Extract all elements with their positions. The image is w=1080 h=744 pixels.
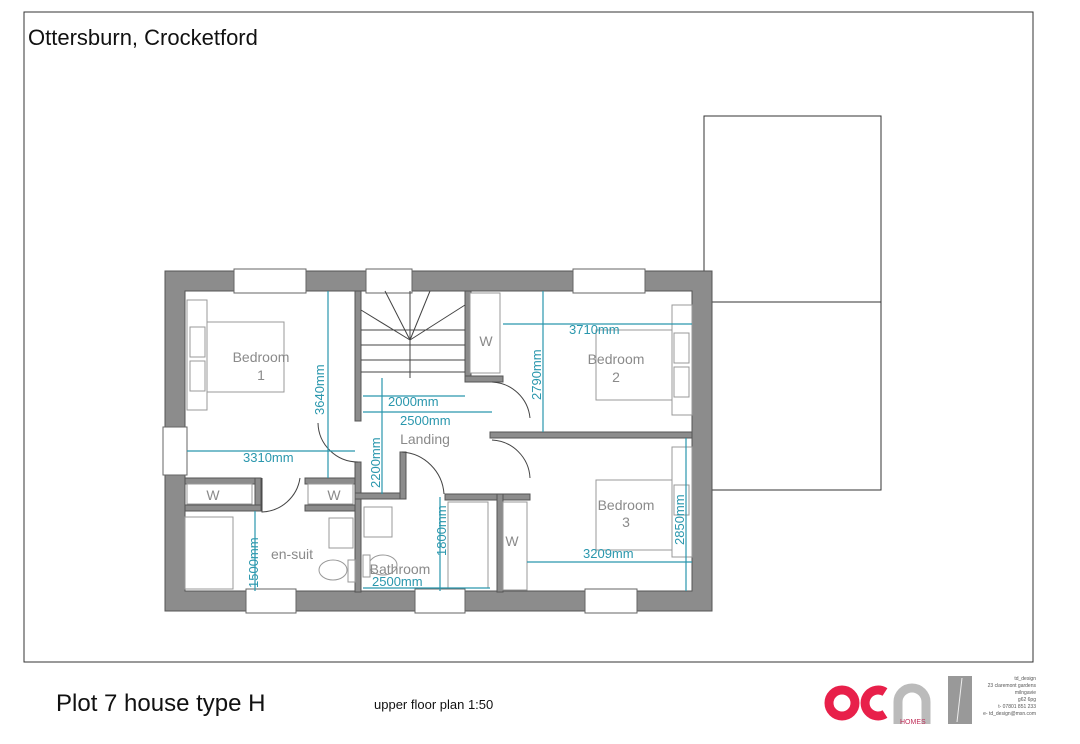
wardrobe-label: W [327, 487, 341, 503]
dim-bath-depth: 1800mm [434, 505, 449, 556]
designer-phone: t- 07801 851 233 [998, 704, 1036, 710]
dim-landing-depth: 2200mm [368, 437, 383, 488]
room-label-landing: Landing [400, 431, 450, 447]
wardrobe-label: W [505, 533, 519, 549]
designer-name: td_design [1014, 676, 1036, 682]
room-label-bedroom3-number: 3 [622, 514, 630, 530]
ocn-homes-logo: HOMES [824, 683, 931, 726]
furniture [184, 292, 693, 591]
designer-address: g62 6pg [1017, 697, 1036, 703]
designer-info: td_design 23 claremont gardens milngavie… [983, 676, 1036, 718]
drawing-frame [23, 11, 1034, 663]
designer-address: 23 claremont gardens [987, 683, 1036, 689]
room-label-bedroom1: Bedroom [233, 349, 290, 365]
room-label-bedroom2: Bedroom [588, 351, 645, 367]
room-label-bedroom1-number: 1 [257, 367, 265, 383]
dim-landing-2500: 2500mm [400, 413, 451, 428]
outer-walls [164, 270, 713, 612]
staircase [360, 290, 466, 378]
room-label-bedroom3: Bedroom [598, 497, 655, 513]
dim-bed2-depth: 2790mm [529, 349, 544, 400]
dim-bed1-width: 3310mm [243, 450, 294, 465]
designer-mark [948, 676, 972, 724]
wardrobe-label: W [479, 333, 493, 349]
designer-email: e- td_design@msn.com [983, 711, 1036, 717]
designer-address: milngavie [1014, 690, 1036, 696]
drawing-title: Ottersburn, Crocketford [28, 25, 258, 50]
room-label-bathroom: Bathroom [370, 561, 431, 577]
dim-bath-width: 2500mm [372, 574, 423, 589]
windows [162, 268, 646, 614]
logo-sub: HOMES [900, 719, 926, 726]
dim-bed1-depth: 3640mm [312, 364, 327, 415]
dimension-lines [187, 291, 692, 591]
dim-bed2-width: 3710mm [569, 322, 620, 337]
dim-bed3-depth: 2850mm [672, 494, 687, 545]
plot-label: Plot 7 house type H [56, 690, 266, 717]
internal-walls [184, 290, 693, 593]
dim-landing-2000: 2000mm [388, 394, 439, 409]
dim-bed3-width: 3209mm [583, 546, 634, 561]
doors [261, 381, 531, 513]
scale-label: upper floor plan 1:50 [374, 697, 494, 712]
room-label-bedroom2-number: 2 [612, 369, 620, 385]
room-label-ensuite: en-suit [271, 546, 313, 562]
wardrobe-label: W [206, 487, 220, 503]
dim-ensuite-depth: 1500mm [246, 537, 261, 588]
adjacent-building [703, 115, 882, 491]
